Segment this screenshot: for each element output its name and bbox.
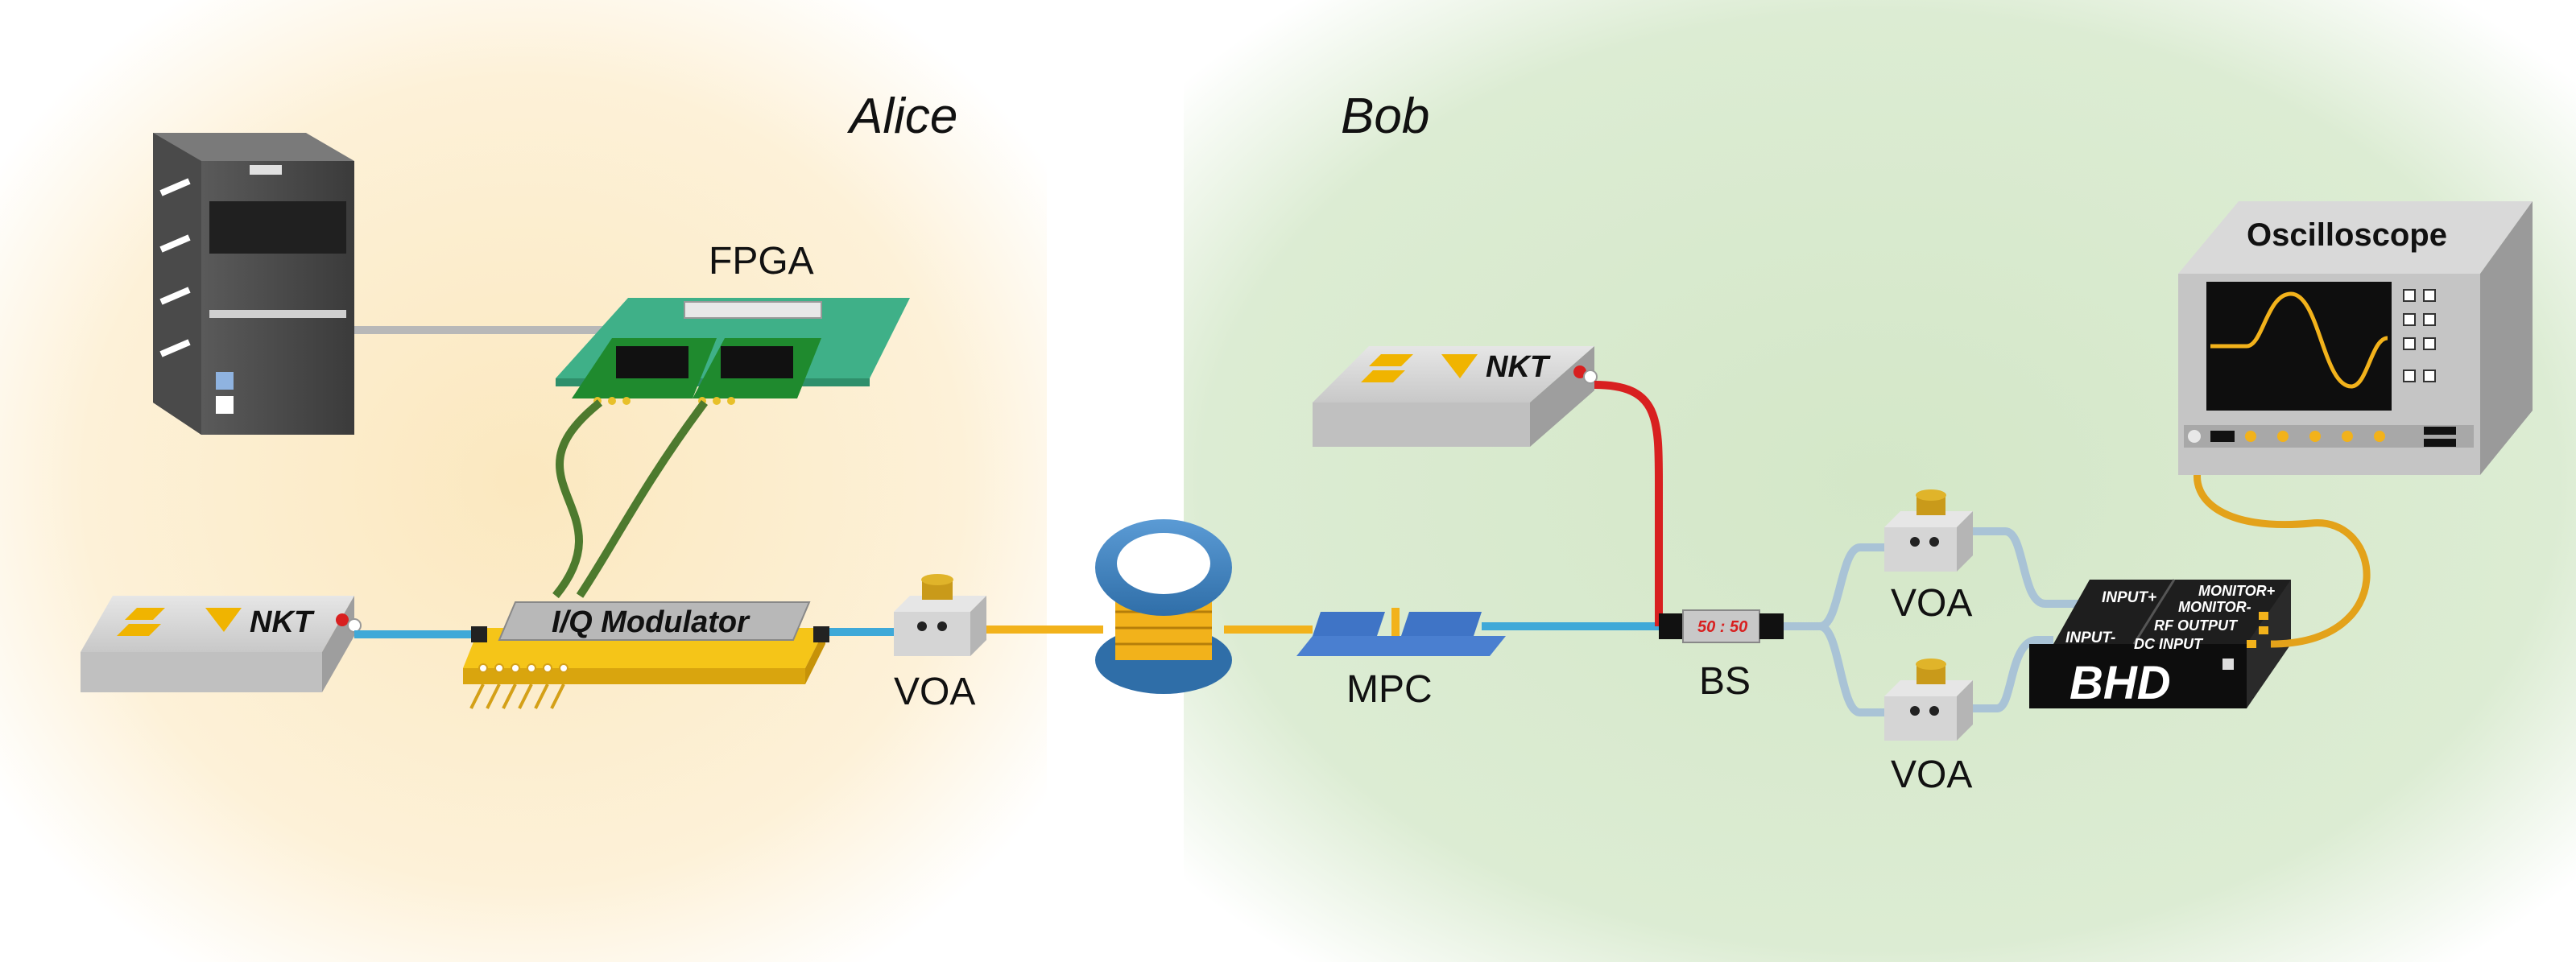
bhd-rf-output-label: RF OUTPUT [2154,617,2239,634]
iq-modulator-label: I/Q Modulator [552,605,750,639]
fiber-voa-top-to-bhd [1973,527,2086,608]
fpga-board [556,298,910,405]
bhd-monitor-minus-label: MONITOR- [2178,599,2251,615]
oscilloscope-trace [2210,291,2388,389]
voa-bob-bottom [1884,659,1973,741]
mpc-label: MPC [1346,668,1433,711]
bob-region [1184,0,2576,962]
nkt-label-bob: NKT [1486,350,1551,384]
nkt-label-alice: NKT [250,605,315,639]
voa-bob-top-label: VOA [1891,582,1972,625]
mpc-polarization-controller [1296,608,1506,656]
rf-cable-1 [552,399,603,599]
bob-title: Bob [1341,89,1429,144]
computer-tower [153,133,354,435]
bhd-detector [2029,579,2291,708]
rf-cable-2 [576,400,709,598]
oscilloscope [2178,201,2533,475]
voa-alice [894,574,986,656]
bhd-dc-input-label: DC INPUT [2134,636,2204,652]
bhd-monitor-plus-label: MONITOR+ [2198,583,2276,599]
nkt-laser-alice [81,596,362,692]
bhd-input-minus-label: INPUT- [2065,630,2115,646]
nkt-laser-bob [1313,346,1598,447]
fiber-voa-bottom-to-bhd [1973,636,2053,712]
voa-bob-bottom-label: VOA [1891,753,1972,796]
fiber-bs-split-bottom [1818,622,1884,716]
bhd-input-plus-label: INPUT+ [2102,589,2156,606]
voa-alice-label: VOA [894,671,975,713]
beam-splitter [1659,609,1784,643]
alice-title: Alice [846,89,957,144]
bs-label: BS [1699,660,1751,703]
voa-bob-top [1884,489,1973,572]
bs-ratio-label: 50 : 50 [1697,618,1747,636]
fiber-lo-to-bs [1594,381,1663,626]
iq-modulator [463,601,829,709]
fiber-spool [1095,519,1232,694]
fpga-label: FPGA [709,240,814,283]
bhd-label: BHD [2069,657,2171,709]
oscilloscope-label: Oscilloscope [2247,217,2447,253]
